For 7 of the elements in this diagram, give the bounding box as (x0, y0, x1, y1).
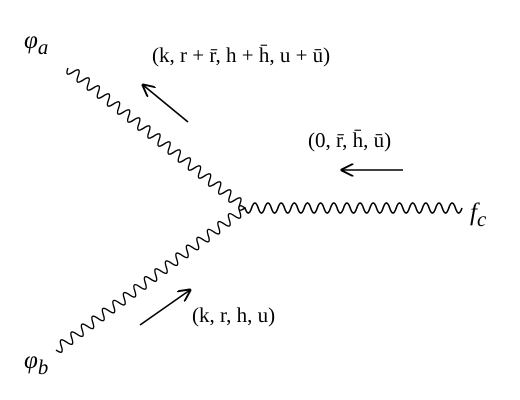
momentum-label: (k, r + r̄, h + h̄, u + ū) (152, 45, 330, 66)
field-label: φ$_{b}$ (24, 348, 48, 378)
field-label: f$_{c}$ (470, 200, 486, 230)
momentum-label: (0, r̄, h̄, ū) (308, 130, 392, 151)
momentum-label: (k, r, h, u) (192, 305, 276, 326)
field-label: φ$_{a}$ (24, 28, 48, 58)
wavy-line (56, 202, 462, 351)
